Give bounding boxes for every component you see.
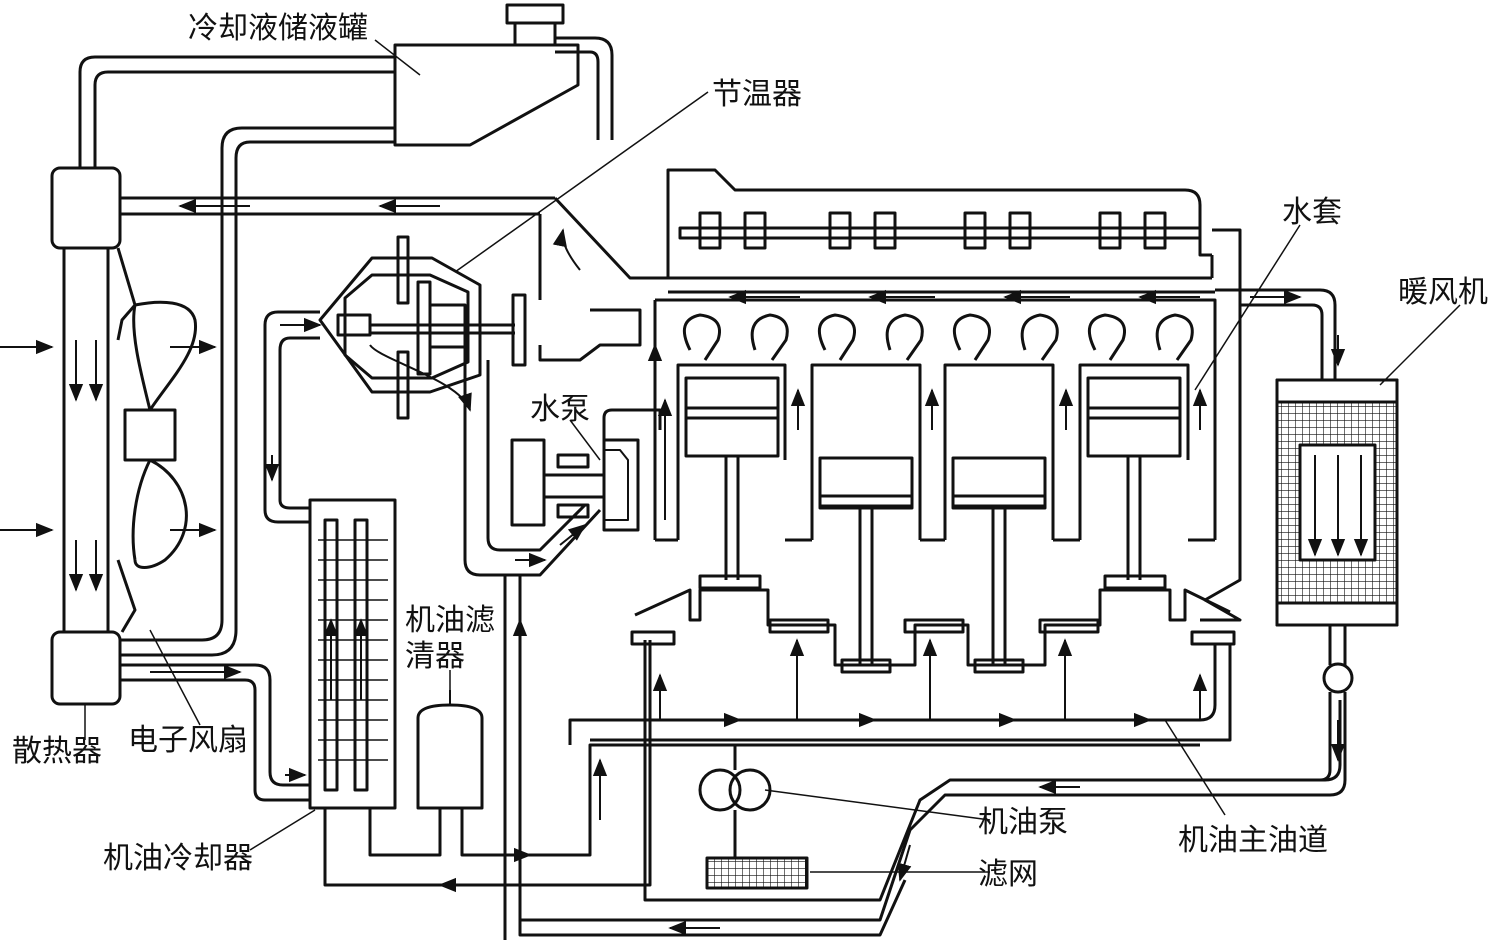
heater-label: 暖风机	[1398, 275, 1488, 310]
camshaft-lobes	[698, 211, 1167, 250]
oil-cooler-label: 机油冷却器	[103, 841, 253, 876]
oil-pump-label: 机油泵	[978, 805, 1068, 840]
strainer-label: 滤网	[978, 857, 1038, 892]
leader-lines	[84, 39, 1461, 873]
electric-fan	[116, 247, 217, 633]
upper-hose	[120, 196, 1212, 300]
engine-block	[630, 168, 1242, 674]
coolant-tank	[78, 3, 614, 657]
thermostat	[280, 235, 527, 420]
valve-ports	[682, 313, 1194, 361]
oil-cooler	[308, 498, 397, 810]
thermostat-label: 节温器	[712, 77, 802, 112]
radiator	[0, 166, 122, 706]
water-jacket-label: 水套	[1282, 195, 1342, 230]
oil-filter-label-line2: 清器	[405, 639, 465, 674]
heater	[520, 288, 1399, 936]
heater-return-outer	[643, 640, 1342, 902]
connecting-rods	[724, 456, 1142, 665]
water-pump-label: 水泵	[530, 392, 590, 427]
oil-pump	[698, 745, 772, 858]
oil-filter	[323, 640, 1200, 893]
oil-gallery-label: 机油主油道	[1178, 823, 1328, 858]
coolant-tank-label: 冷却液储液罐	[188, 11, 368, 46]
oil-filter-label-line1: 机油滤	[405, 603, 495, 638]
water-pump	[463, 308, 663, 940]
strainer	[705, 856, 809, 890]
electric-fan-label: 电子风扇	[128, 723, 248, 758]
cylinders	[676, 363, 1190, 540]
bypass-hoses	[120, 310, 320, 802]
oil-gallery	[568, 638, 1232, 760]
crankshaft	[630, 538, 1236, 674]
radiator-label: 散热器	[12, 734, 102, 769]
